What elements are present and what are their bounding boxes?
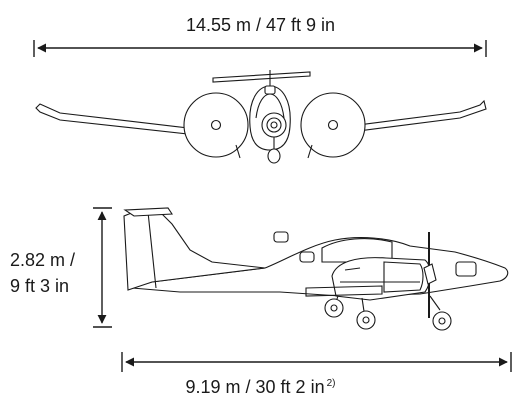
- horizontal-tail: [212, 71, 311, 83]
- height-label: 2.82 m / 9 ft 3 in: [10, 247, 75, 299]
- height-label-line1: 2.82 m /: [10, 250, 76, 270]
- length-dimension-line: [121, 352, 512, 372]
- vertical-tail: [123, 211, 266, 291]
- side-view: [123, 207, 509, 331]
- nose-wheel-front: [267, 148, 281, 164]
- wingspan-dimension-line: [33, 40, 487, 57]
- t-tail: [123, 207, 173, 217]
- left-wing: [35, 103, 189, 135]
- length-value: 9.19 m / 30 ft 2 in: [185, 377, 325, 397]
- right-wing: [334, 99, 487, 135]
- front-view: [35, 70, 487, 164]
- height-dimension-line: [93, 207, 112, 328]
- length-footnote: 2): [326, 378, 336, 389]
- wingspan-label: 14.55 m / 47 ft 9 in: [185, 15, 336, 35]
- height-label-line2: 9 ft 3 in: [10, 276, 70, 296]
